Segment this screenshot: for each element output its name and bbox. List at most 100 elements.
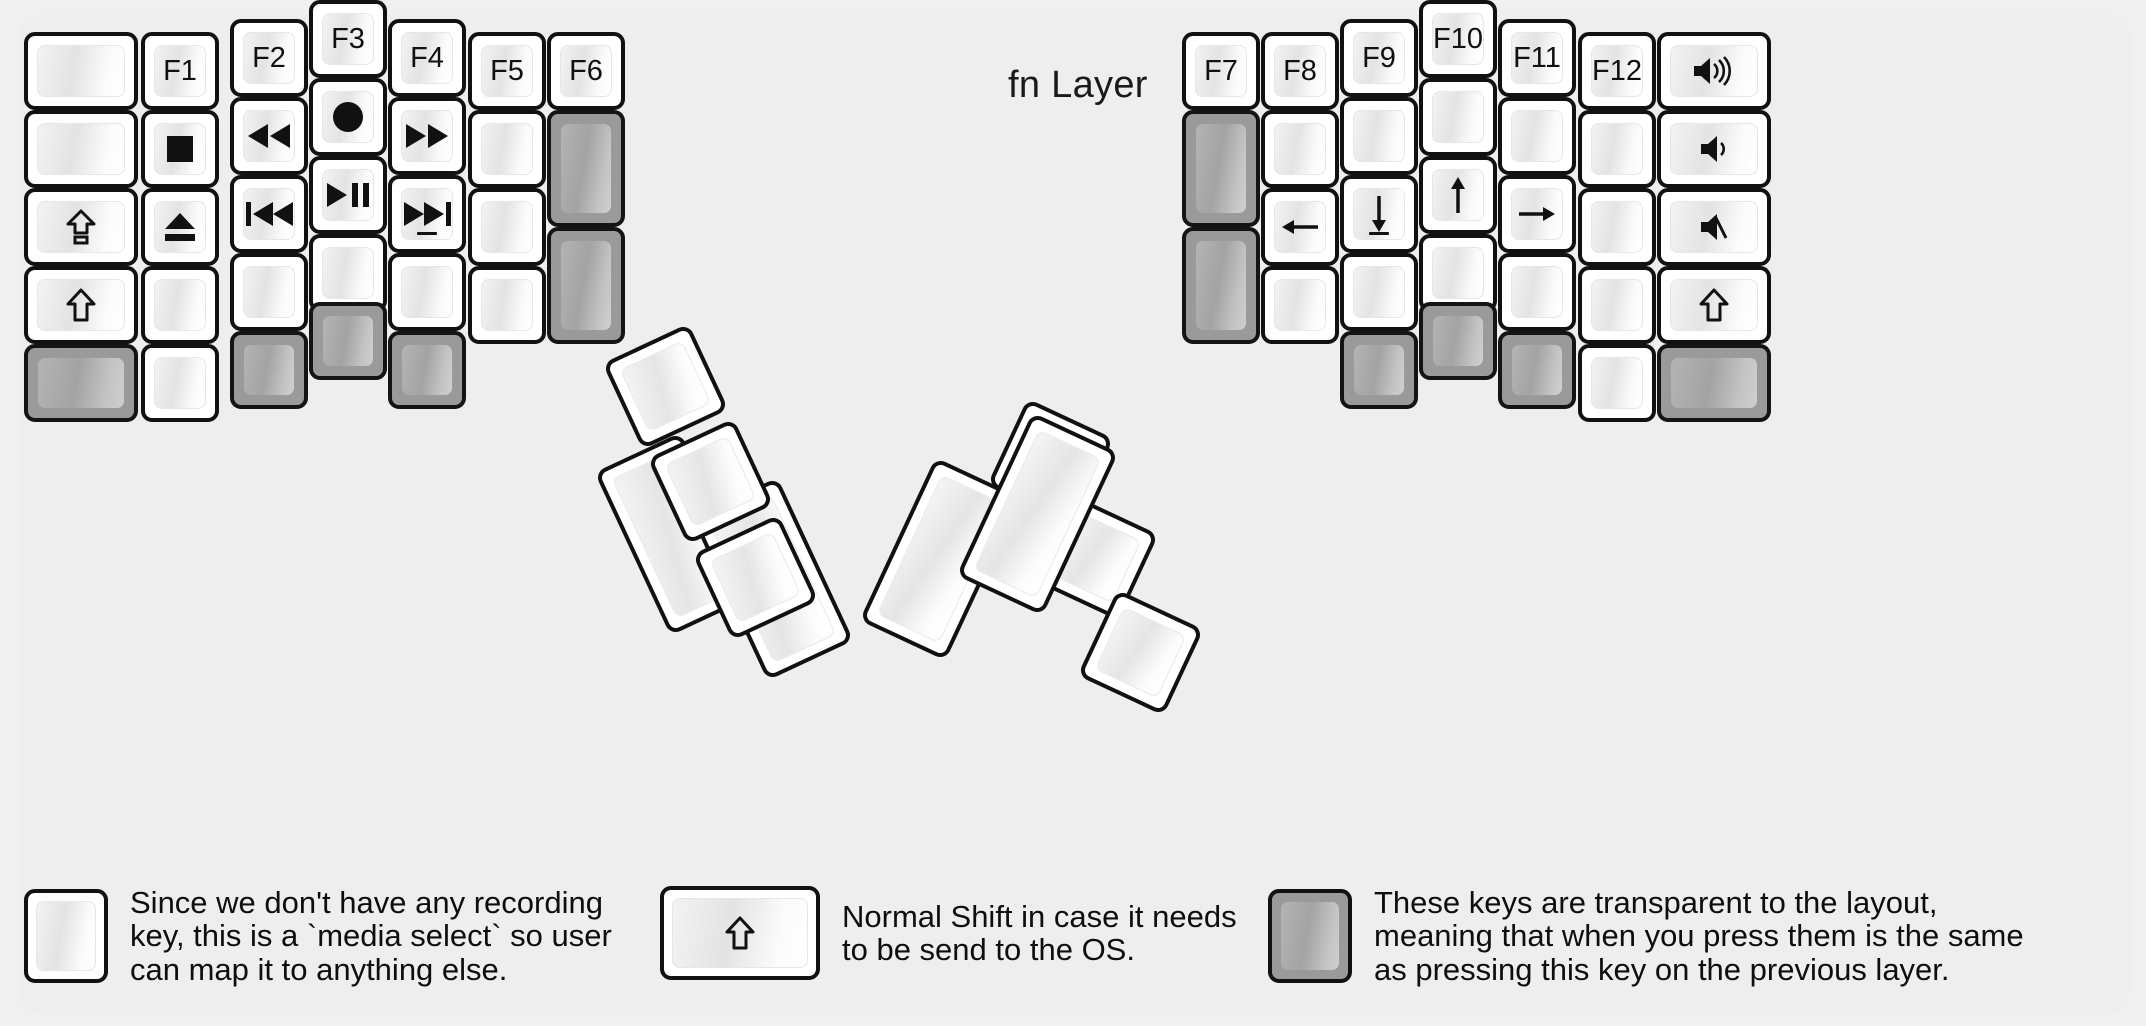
key-f11-5[interactable] xyxy=(1498,331,1576,409)
key-f9-3[interactable] xyxy=(1340,175,1418,253)
key-f12-3[interactable] xyxy=(1578,188,1656,266)
key-f1-4[interactable] xyxy=(141,266,219,344)
key-f12-2[interactable] xyxy=(1578,110,1656,188)
key-f2-5[interactable] xyxy=(230,331,308,409)
key-f8-1[interactable]: F8 xyxy=(1261,32,1339,110)
key-f12-4[interactable] xyxy=(1578,266,1656,344)
key-outer-left-5[interactable] xyxy=(24,344,138,422)
key-f10-5[interactable] xyxy=(1419,302,1497,380)
key-f2-3[interactable] xyxy=(230,175,308,253)
key-f5-4[interactable] xyxy=(468,266,546,344)
key-f6-3[interactable] xyxy=(547,227,625,344)
keycap-surface xyxy=(401,110,453,162)
key-f6-1[interactable]: F6 xyxy=(547,32,625,110)
key-f7-2[interactable] xyxy=(1182,110,1260,227)
keycap-surface: F1 xyxy=(154,45,206,97)
key-f8-3[interactable] xyxy=(1261,188,1339,266)
keycap-surface xyxy=(154,123,206,175)
key-f8-4[interactable] xyxy=(1261,266,1339,344)
key-f3-1[interactable]: F3 xyxy=(309,0,387,78)
keycap-surface xyxy=(481,123,533,175)
keycap-surface: F12 xyxy=(1591,45,1643,97)
key-f3-2[interactable] xyxy=(309,78,387,156)
legend-text: These keys are transparent to the layout… xyxy=(1374,885,2024,987)
key-f1-3[interactable] xyxy=(141,188,219,266)
legend-key-sample xyxy=(24,889,108,984)
key-f3-5[interactable] xyxy=(309,302,387,380)
keycap-surface xyxy=(1195,240,1247,331)
key-f7-1[interactable]: F7 xyxy=(1182,32,1260,110)
volume-down-icon xyxy=(1699,134,1729,164)
legend-key-sample xyxy=(660,886,820,980)
key-label: F1 xyxy=(163,54,197,87)
shift-arrow-icon xyxy=(66,288,96,322)
keycap-surface xyxy=(1353,188,1405,240)
keycap-surface xyxy=(664,435,757,528)
key-f4-5[interactable] xyxy=(388,331,466,409)
key-f4-3[interactable] xyxy=(388,175,466,253)
keycap-surface xyxy=(243,344,295,396)
legend-item-2: Normal Shift in case it needs to be send… xyxy=(660,886,1237,980)
keycap-surface xyxy=(481,201,533,253)
key-f5-1[interactable]: F5 xyxy=(468,32,546,110)
key-f2-2[interactable] xyxy=(230,97,308,175)
keycap-surface xyxy=(322,247,374,299)
keycap-surface: F3 xyxy=(322,13,374,65)
keycap-surface xyxy=(1353,344,1405,396)
key-outer-left-1[interactable] xyxy=(24,32,138,110)
key-label: F7 xyxy=(1204,54,1238,87)
key-outer-right-1[interactable] xyxy=(1657,32,1771,110)
keycap-surface xyxy=(1591,201,1643,253)
keycap-surface xyxy=(154,357,206,409)
key-f11-1[interactable]: F11 xyxy=(1498,19,1576,97)
key-f4-2[interactable] xyxy=(388,97,466,175)
key-f12-1[interactable]: F12 xyxy=(1578,32,1656,110)
key-f10-1[interactable]: F10 xyxy=(1419,0,1497,78)
key-f4-4[interactable] xyxy=(388,253,466,331)
key-outer-right-2[interactable] xyxy=(1657,110,1771,188)
key-f11-4[interactable] xyxy=(1498,253,1576,331)
media-eject-icon xyxy=(163,211,197,243)
key-f9-2[interactable] xyxy=(1340,97,1418,175)
key-f5-3[interactable] xyxy=(468,188,546,266)
key-f8-2[interactable] xyxy=(1261,110,1339,188)
key-f3-4[interactable] xyxy=(309,234,387,312)
keycap-surface: F7 xyxy=(1195,45,1247,97)
key-outer-left-2[interactable] xyxy=(24,110,138,188)
key-f9-1[interactable]: F9 xyxy=(1340,19,1418,97)
page-title: fn Layer xyxy=(1008,64,1148,106)
key-f5-2[interactable] xyxy=(468,110,546,188)
key-f1-5[interactable] xyxy=(141,344,219,422)
key-f10-2[interactable] xyxy=(1419,78,1497,156)
key-f1-2[interactable] xyxy=(141,110,219,188)
key-outer-left-3[interactable] xyxy=(24,188,138,266)
key-outer-left-4[interactable] xyxy=(24,266,138,344)
key-outer-right-3[interactable] xyxy=(1657,188,1771,266)
key-f6-2[interactable] xyxy=(547,110,625,227)
keycap-surface xyxy=(1591,123,1643,175)
key-f9-5[interactable] xyxy=(1340,331,1418,409)
keycap-surface xyxy=(560,240,612,331)
key-f2-1[interactable]: F2 xyxy=(230,19,308,97)
media-fast-forward-icon xyxy=(404,122,450,150)
key-f1-1[interactable]: F1 xyxy=(141,32,219,110)
key-f10-3[interactable] xyxy=(1419,156,1497,234)
arrow-up-icon xyxy=(1444,175,1472,215)
legend-item-3: These keys are transparent to the layout… xyxy=(1268,886,2024,986)
key-f12-5[interactable] xyxy=(1578,344,1656,422)
key-outer-right-5[interactable] xyxy=(1657,344,1771,422)
keycap-surface: F6 xyxy=(560,45,612,97)
keycap-surface xyxy=(672,898,808,968)
key-outer-right-4[interactable] xyxy=(1657,266,1771,344)
keycap-surface xyxy=(1274,123,1326,175)
key-f2-4[interactable] xyxy=(230,253,308,331)
key-f11-2[interactable] xyxy=(1498,97,1576,175)
key-f10-4[interactable] xyxy=(1419,234,1497,312)
keycap-surface xyxy=(1094,606,1187,699)
key-f9-4[interactable] xyxy=(1340,253,1418,331)
key-f4-1[interactable]: F4 xyxy=(388,19,466,97)
key-f11-3[interactable] xyxy=(1498,175,1576,253)
key-f7-3[interactable] xyxy=(1182,227,1260,344)
key-f3-3[interactable] xyxy=(309,156,387,234)
